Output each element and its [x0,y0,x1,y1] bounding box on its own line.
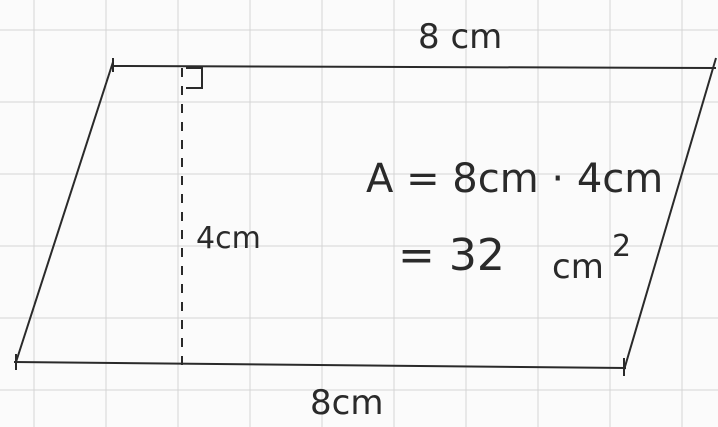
bottom-edge [13,361,627,369]
area-formula-line1: A = 8cm · 4cm [366,156,663,202]
right-edge [623,57,717,371]
top-length-label: 8 cm [418,17,502,57]
right-angle-marker [186,67,203,89]
area-formula-line2-unit: cm [552,247,604,287]
bottom-length-label: 8cm [310,383,383,423]
area-formula-line2-value: = 32 [398,230,505,281]
top-edge [112,65,717,69]
left-edge [15,61,114,363]
area-formula-line2-exponent: 2 [612,229,631,264]
height-label: 4cm [196,221,261,256]
